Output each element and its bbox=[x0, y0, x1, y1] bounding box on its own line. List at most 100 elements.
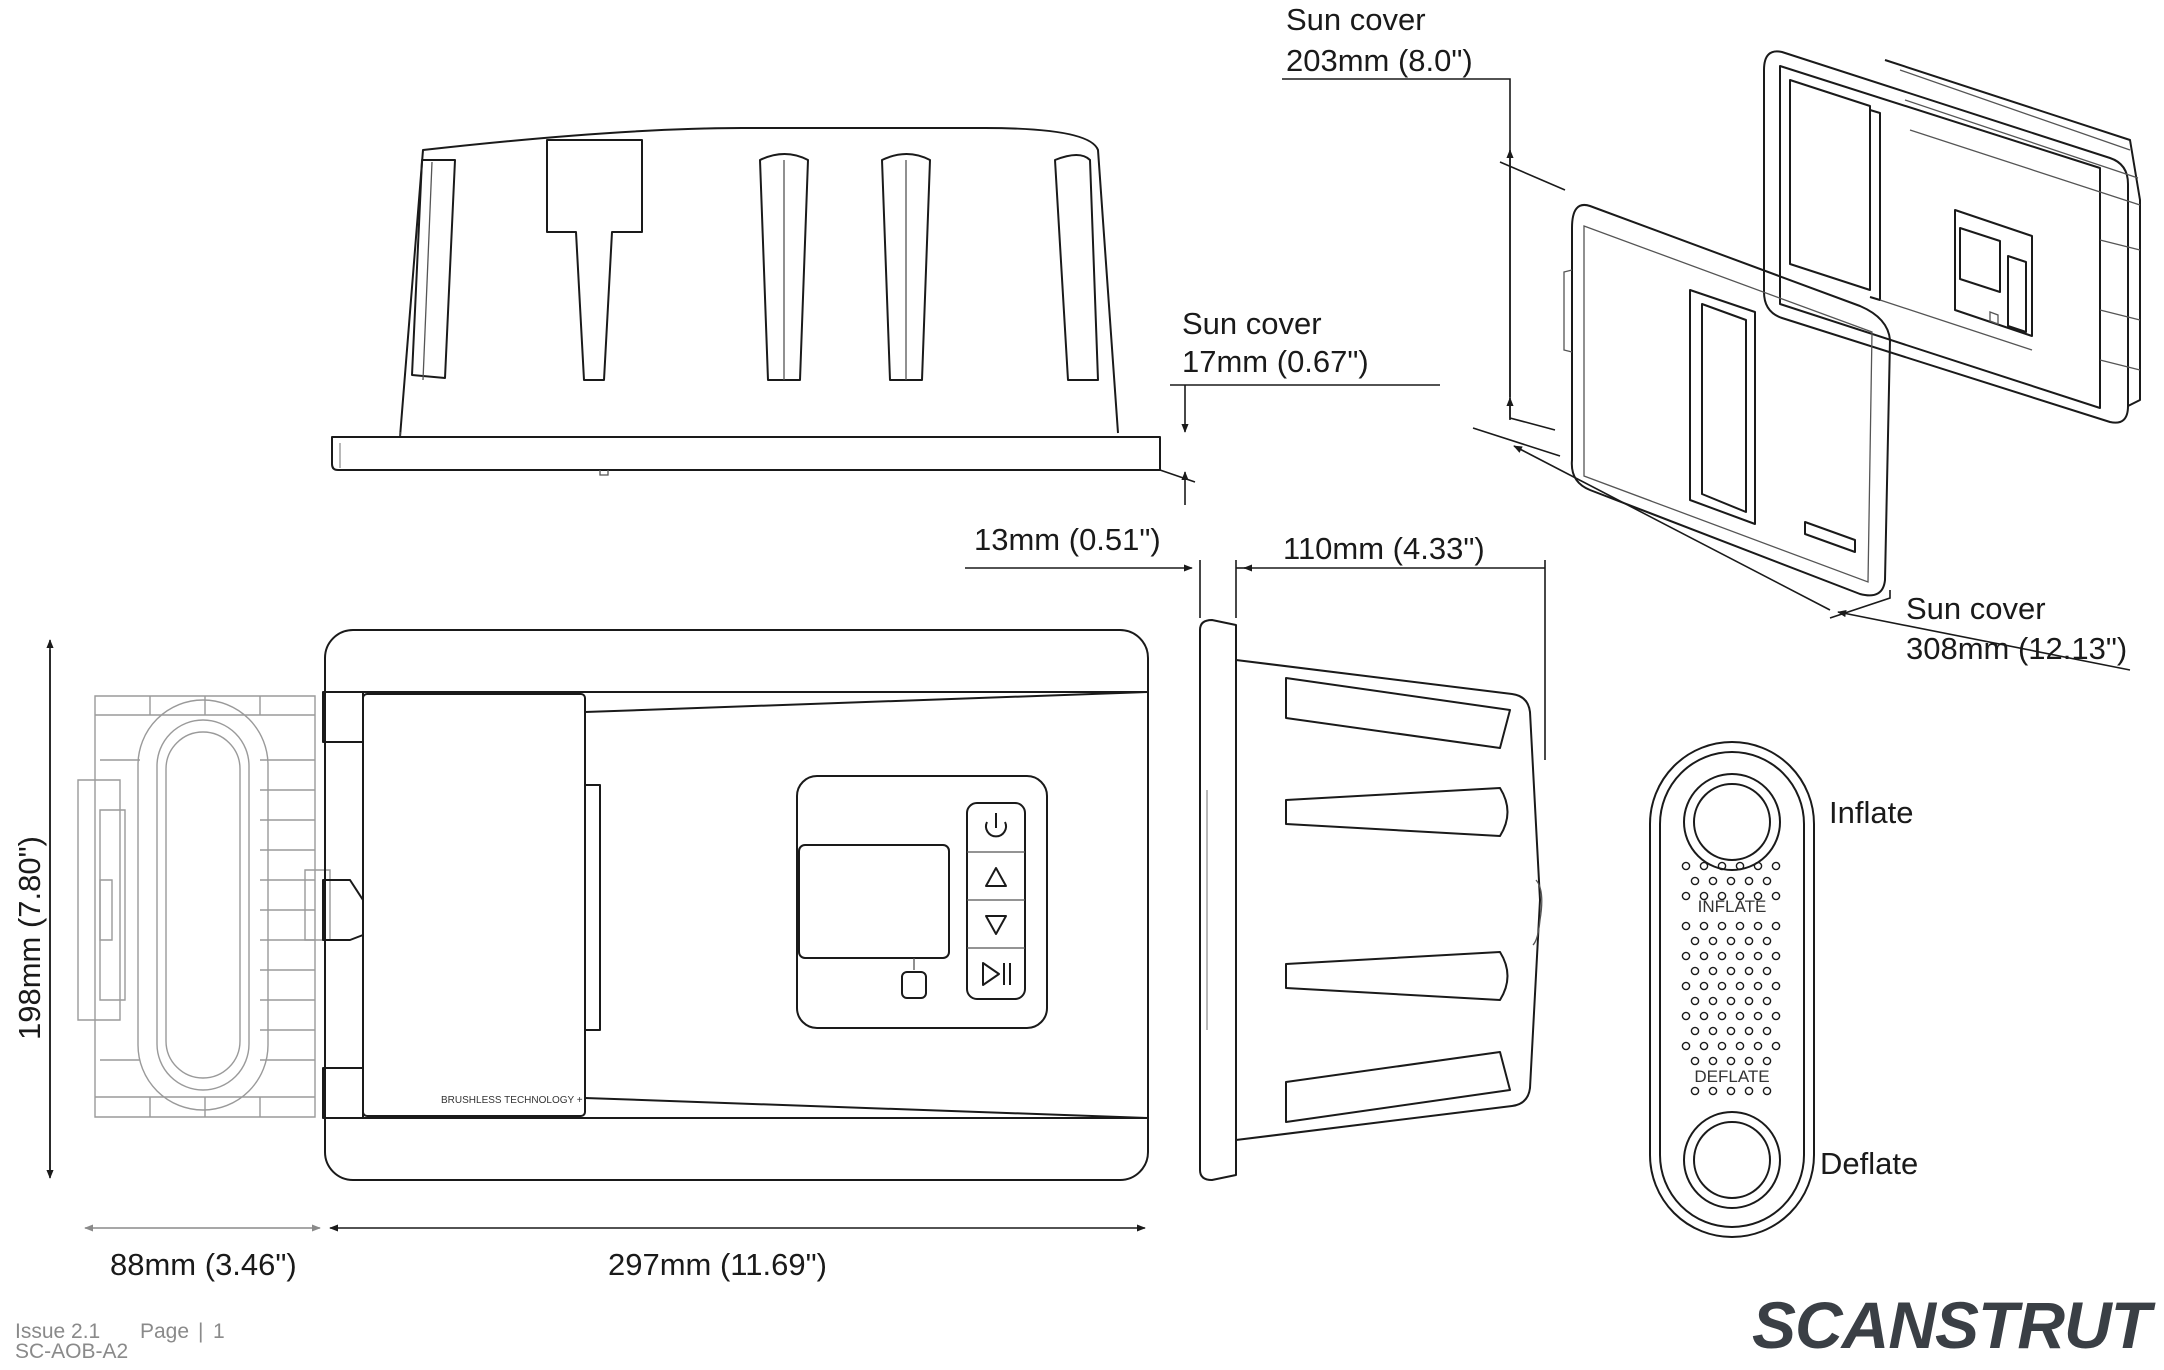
grille-dot bbox=[1699, 921, 1709, 931]
grille-dot bbox=[1753, 891, 1763, 901]
up-icon bbox=[985, 867, 1007, 887]
grille-dot bbox=[1753, 861, 1763, 871]
grille-dot bbox=[1726, 996, 1736, 1006]
grille-dot bbox=[1762, 1056, 1772, 1066]
grille-dot bbox=[1762, 876, 1772, 886]
grille-dot bbox=[1753, 1011, 1763, 1021]
grille-dot bbox=[1717, 921, 1727, 931]
grille-dot bbox=[1726, 966, 1736, 976]
page-number: 1 bbox=[213, 1320, 225, 1343]
sun-cover-width-value: 203mm (8.0") bbox=[1286, 43, 1473, 78]
grille-dot bbox=[1771, 891, 1781, 901]
grille-dot bbox=[1744, 996, 1754, 1006]
grille-dot bbox=[1744, 876, 1754, 886]
top-view bbox=[331, 127, 1161, 476]
grille-dot bbox=[1699, 1041, 1709, 1051]
hose-extension bbox=[77, 695, 331, 1118]
deflate-button bbox=[1683, 1111, 1781, 1209]
grille-dot bbox=[1708, 1086, 1718, 1096]
inflate-panel-text: INFLATE bbox=[1698, 897, 1767, 916]
grille-dot bbox=[1735, 951, 1745, 961]
grille-dot bbox=[1708, 1056, 1718, 1066]
grille-dot bbox=[1762, 1026, 1772, 1036]
grille-dot bbox=[1699, 891, 1709, 901]
grille-dot bbox=[1699, 981, 1709, 991]
grille-dot bbox=[1762, 996, 1772, 1006]
grille-dot bbox=[1699, 951, 1709, 961]
grille-dot bbox=[1762, 936, 1772, 946]
inflate-button bbox=[1683, 773, 1781, 871]
footer: Issue 2.1 Page | 1 SC-AOB-A2 SCANSTRUT bbox=[15, 1288, 2157, 1363]
front-view: BRUSHLESS TECHNOLOGY + bbox=[77, 629, 1149, 1181]
grille-dot bbox=[1708, 936, 1718, 946]
speaker-grille bbox=[1681, 861, 1781, 1096]
flange-thickness-label: 13mm (0.51") bbox=[974, 522, 1161, 557]
grille-dot bbox=[1735, 891, 1745, 901]
page-separator: | bbox=[198, 1320, 203, 1343]
hose-extension-label: 88mm (3.46") bbox=[110, 1247, 297, 1282]
sun-cover-width-label: Sun cover bbox=[1286, 2, 1426, 37]
grille-dot bbox=[1717, 891, 1727, 901]
grille-dot bbox=[1771, 951, 1781, 961]
grille-dot bbox=[1708, 966, 1718, 976]
grille-dot bbox=[1690, 1056, 1700, 1066]
grille-dot bbox=[1681, 951, 1691, 961]
grille-dot bbox=[1708, 996, 1718, 1006]
grille-dot bbox=[1753, 921, 1763, 931]
grille-dot bbox=[1690, 936, 1700, 946]
grille-dot bbox=[1681, 891, 1691, 901]
grille-dot bbox=[1744, 966, 1754, 976]
grille-dot bbox=[1771, 1011, 1781, 1021]
sun-cover-depth-label: Sun cover bbox=[1182, 306, 1322, 341]
grille-dot bbox=[1735, 921, 1745, 931]
grille-dot bbox=[1690, 966, 1700, 976]
grille-dot bbox=[1708, 1026, 1718, 1036]
grille-dot bbox=[1708, 876, 1718, 886]
grille-dot bbox=[1699, 861, 1709, 871]
grille-dot bbox=[1717, 861, 1727, 871]
grille-dot bbox=[1753, 1041, 1763, 1051]
grille-dot bbox=[1744, 1056, 1754, 1066]
deflate-panel-text: DEFLATE bbox=[1694, 1067, 1769, 1086]
sun-cover-length-value: 308mm (12.13") bbox=[1906, 631, 2127, 666]
grille-dot bbox=[1726, 876, 1736, 886]
grille-dot bbox=[1717, 951, 1727, 961]
grille-dot bbox=[1690, 1026, 1700, 1036]
grille-dot bbox=[1681, 861, 1691, 871]
grille-dot bbox=[1744, 936, 1754, 946]
page-label: Page bbox=[140, 1320, 189, 1343]
remote-panel: INFLATE DEFLATE bbox=[1649, 741, 1815, 1238]
grille-dot bbox=[1681, 921, 1691, 931]
grille-dot bbox=[1690, 876, 1700, 886]
grille-dot bbox=[1726, 1026, 1736, 1036]
grille-dot bbox=[1726, 1056, 1736, 1066]
dimension-lines bbox=[46, 384, 1546, 1232]
brand-text: BRUSHLESS TECHNOLOGY + bbox=[441, 1095, 583, 1106]
play-pause-icon bbox=[982, 962, 1011, 986]
grille-dot bbox=[1717, 1011, 1727, 1021]
dimension-labels: Sun cover 203mm (8.0") Sun cover 17mm (0… bbox=[12, 2, 2127, 1282]
down-icon bbox=[985, 915, 1007, 935]
grille-dot bbox=[1771, 861, 1781, 871]
isometric-view bbox=[1282, 50, 2141, 671]
side-view bbox=[1199, 619, 1543, 1181]
power-icon bbox=[985, 813, 1007, 838]
grille-dot bbox=[1771, 981, 1781, 991]
deflate-label: Deflate bbox=[1820, 1146, 1918, 1181]
grille-dot bbox=[1744, 1086, 1754, 1096]
scanstrut-logo: SCANSTRUT bbox=[1752, 1288, 2156, 1362]
grille-dot bbox=[1753, 981, 1763, 991]
grille-dot bbox=[1681, 1011, 1691, 1021]
grille-dot bbox=[1690, 996, 1700, 1006]
grille-dot bbox=[1762, 1086, 1772, 1096]
grille-dot bbox=[1771, 921, 1781, 931]
grille-dot bbox=[1735, 1041, 1745, 1051]
grille-dot bbox=[1699, 1011, 1709, 1021]
grille-dot bbox=[1735, 981, 1745, 991]
sun-cover-depth-value: 17mm (0.67") bbox=[1182, 344, 1369, 379]
width-label: 297mm (11.69") bbox=[608, 1247, 827, 1282]
grille-dot bbox=[1735, 861, 1745, 871]
grille-dot bbox=[1762, 966, 1772, 976]
grille-dot bbox=[1753, 951, 1763, 961]
